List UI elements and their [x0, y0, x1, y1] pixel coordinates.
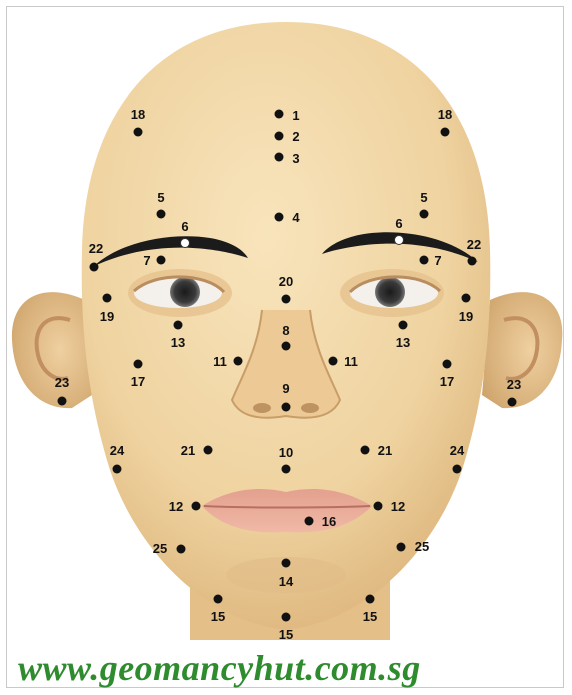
- point-label: 13: [396, 335, 410, 350]
- point-label: 14: [279, 574, 294, 589]
- point-dot: [174, 321, 183, 330]
- point-dot: [282, 342, 291, 351]
- point-label: 1: [292, 108, 299, 123]
- point-dot: [282, 559, 291, 568]
- point-dot: [374, 502, 383, 511]
- point-dot: [58, 397, 67, 406]
- point-label: 17: [440, 374, 454, 389]
- point-label: 21: [181, 443, 195, 458]
- point-label: 20: [279, 274, 293, 289]
- point-dot: [157, 256, 166, 265]
- point-label: 10: [279, 445, 293, 460]
- point-dot: [177, 545, 186, 554]
- face-point-6: 6: [181, 219, 190, 248]
- point-label: 23: [507, 377, 521, 392]
- point-dot: [113, 465, 122, 474]
- point-dot: [192, 502, 201, 511]
- point-label: 16: [322, 514, 336, 529]
- point-dot: [361, 446, 370, 455]
- point-dot: [181, 239, 190, 248]
- point-dot: [395, 236, 404, 245]
- point-label: 13: [171, 335, 185, 350]
- face-point-5: 5: [420, 190, 429, 219]
- point-label: 23: [55, 375, 69, 390]
- point-label: 19: [459, 309, 473, 324]
- point-dot: [329, 357, 338, 366]
- point-label: 6: [395, 216, 402, 231]
- point-label: 15: [363, 609, 377, 624]
- point-dot: [397, 543, 406, 552]
- point-label: 25: [415, 539, 429, 554]
- point-label: 7: [143, 253, 150, 268]
- face-point-8: 8: [282, 323, 291, 351]
- point-label: 22: [89, 241, 103, 256]
- point-dot: [134, 360, 143, 369]
- point-dot: [282, 613, 291, 622]
- face-point-6: 6: [395, 216, 404, 245]
- point-dot: [275, 110, 284, 119]
- point-label: 21: [378, 443, 392, 458]
- point-dot: [366, 595, 375, 604]
- point-label: 5: [420, 190, 427, 205]
- point-label: 15: [279, 627, 293, 642]
- point-label: 7: [434, 253, 441, 268]
- point-dot: [420, 210, 429, 219]
- point-label: 18: [438, 107, 452, 122]
- point-dot: [103, 294, 112, 303]
- face-point-5: 5: [157, 190, 166, 219]
- point-label: 24: [450, 443, 465, 458]
- point-label: 15: [211, 609, 225, 624]
- point-label: 25: [153, 541, 167, 556]
- point-label: 22: [467, 237, 481, 252]
- point-dot: [399, 321, 408, 330]
- left-ear: [12, 292, 92, 408]
- point-label: 17: [131, 374, 145, 389]
- point-dot: [282, 403, 291, 412]
- point-dot: [275, 153, 284, 162]
- point-dot: [282, 295, 291, 304]
- point-dot: [468, 257, 477, 266]
- point-label: 9: [282, 381, 289, 396]
- point-dot: [441, 128, 450, 137]
- point-label: 24: [110, 443, 125, 458]
- point-dot: [305, 517, 314, 526]
- point-dot: [462, 294, 471, 303]
- point-dot: [275, 213, 284, 222]
- point-label: 18: [131, 107, 145, 122]
- left-iris: [170, 277, 200, 307]
- point-dot: [282, 465, 291, 474]
- point-label: 12: [391, 499, 405, 514]
- point-dot: [443, 360, 452, 369]
- point-label: 6: [181, 219, 188, 234]
- point-label: 19: [100, 309, 114, 324]
- point-label: 2: [292, 129, 299, 144]
- point-dot: [275, 132, 284, 141]
- point-dot: [420, 256, 429, 265]
- point-dot: [453, 465, 462, 474]
- point-label: 5: [157, 190, 164, 205]
- point-label: 11: [344, 354, 358, 369]
- point-dot: [157, 210, 166, 219]
- website-url: www.geomancyhut.com.sg: [18, 648, 558, 688]
- point-label: 11: [213, 354, 227, 369]
- point-label: 3: [292, 151, 299, 166]
- point-dot: [234, 357, 243, 366]
- point-label: 12: [169, 499, 183, 514]
- point-label: 8: [282, 323, 289, 338]
- point-dot: [90, 263, 99, 272]
- point-label: 4: [292, 210, 300, 225]
- point-dot: [214, 595, 223, 604]
- point-dot: [508, 398, 517, 407]
- point-dot: [204, 446, 213, 455]
- right-ear: [482, 292, 562, 408]
- right-iris: [375, 277, 405, 307]
- point-dot: [134, 128, 143, 137]
